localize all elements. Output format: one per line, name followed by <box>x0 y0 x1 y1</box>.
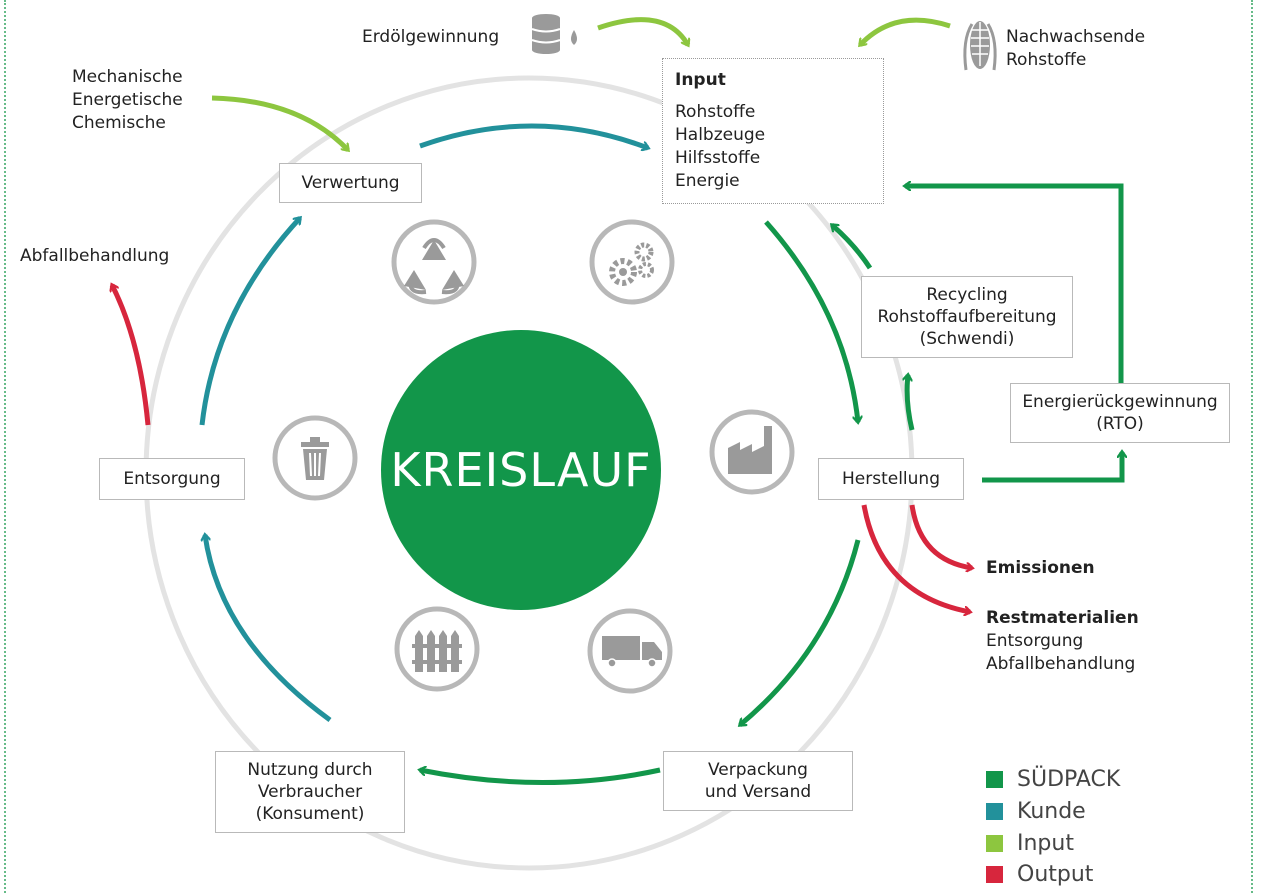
input-item-halbzeuge: Halbzeuge <box>675 125 766 145</box>
gears-icon <box>589 219 675 305</box>
output-abfallbehandlung: Abfallbehandlung <box>20 246 170 266</box>
station-energy-recovery: Energierückgewinnung (RTO) <box>1010 383 1230 443</box>
legend-swatch-output <box>986 865 1003 883</box>
verpackung-line1: Verpackung <box>708 760 808 780</box>
right-dotted-border <box>1251 0 1253 893</box>
station-nutzung: Nutzung durch Verbraucher (Konsument) <box>215 751 405 833</box>
station-verpackung: Verpackung und Versand <box>663 751 853 811</box>
nutzung-line1: Nutzung durch <box>247 760 373 780</box>
station-entsorgung-label: Entsorgung <box>123 469 221 489</box>
factory-icon <box>709 409 795 495</box>
legend-item-sudpack: SÜDPACK <box>986 764 1120 794</box>
station-recycling: Recycling Rohstoffaufbereitung (Schwendi… <box>861 276 1073 358</box>
arrow-input-to-herstellung <box>764 220 858 422</box>
recovery-type-chemical: Chemische <box>72 113 166 133</box>
output-restmaterialien-title: Restmaterialien <box>986 608 1139 628</box>
oil-extraction-label: Erdölgewinnung <box>362 27 500 47</box>
station-verwertung-label: Verwertung <box>301 173 400 193</box>
center-title: KREISLAUF <box>390 443 652 497</box>
arrow-entsorgung-to-verwertung <box>199 218 300 426</box>
arrow-herstellung-to-energy <box>982 452 1122 483</box>
output-emissionen: Emissionen <box>986 558 1095 578</box>
recovery-type-energetic: Energetische <box>72 90 183 110</box>
arrow-herstellung-to-recycling <box>907 375 915 431</box>
recycling-line3: (Schwendi) <box>919 329 1015 349</box>
station-herstellung: Herstellung <box>818 458 964 500</box>
legend-item-output: Output <box>986 859 1093 889</box>
arrow-recycling-to-input <box>832 225 873 270</box>
energy-recovery-line1: Energierückgewinnung <box>1022 392 1218 412</box>
legend-label-output: Output <box>1017 861 1094 887</box>
corn-icon <box>963 21 997 71</box>
truck-icon <box>587 608 673 694</box>
recycle-icon <box>391 219 477 305</box>
arrow-verwertung-to-input <box>419 123 648 148</box>
energy-recovery-line2: (RTO) <box>1096 414 1144 434</box>
legend-swatch-kunde <box>986 802 1003 820</box>
arrow-herstellung-to-emissionen <box>909 504 972 568</box>
trash-can-icon <box>272 415 358 501</box>
arrow-oil-to-input <box>597 17 688 45</box>
renewable-label-line1: Nachwachsende <box>1006 27 1146 47</box>
oil-drop-icon <box>571 30 577 45</box>
legend-swatch-sudpack <box>986 770 1003 788</box>
legend-label-input: Input <box>1017 830 1074 856</box>
input-item-energie: Energie <box>675 171 740 191</box>
input-item-hilfsstoffe: Hilfsstoffe <box>675 148 761 168</box>
arrow-renewable-to-input <box>860 17 951 45</box>
arrow-entsorgung-to-abfall <box>112 285 151 426</box>
recycling-line2: Rohstoffaufbereitung <box>877 307 1057 327</box>
arrow-herstellung-to-verpackung <box>740 539 861 727</box>
legend-label-sudpack: SÜDPACK <box>1017 766 1121 792</box>
renewable-label-line2: Rohstoffe <box>1006 50 1087 70</box>
legend-item-input: Input <box>986 828 1074 858</box>
arrow-recovery-to-verwertung <box>211 95 348 150</box>
input-box: Input Rohstoffe Halbzeuge Hilfsstoffe En… <box>662 58 884 204</box>
input-box-title: Input <box>675 70 726 90</box>
station-herstellung-label: Herstellung <box>842 469 940 489</box>
station-verwertung: Verwertung <box>279 163 422 203</box>
station-entsorgung: Entsorgung <box>99 458 245 500</box>
recovery-type-mechanical: Mechanische <box>72 67 183 87</box>
legend-swatch-input <box>986 834 1003 852</box>
recycling-line1: Recycling <box>926 285 1008 305</box>
output-restmaterialien-entsorgung: Entsorgung <box>986 631 1084 651</box>
nutzung-line3: (Konsument) <box>255 804 365 824</box>
output-restmaterialien-abfallbehandlung: Abfallbehandlung <box>986 654 1136 674</box>
arrow-verpackung-to-nutzung <box>420 770 661 785</box>
input-item-rohstoffe: Rohstoffe <box>675 102 756 122</box>
center-circle <box>381 330 661 610</box>
left-dotted-border <box>4 0 6 893</box>
arrow-energy-to-input <box>905 186 1124 383</box>
oil-barrel-icon <box>531 14 561 54</box>
legend-item-kunde: Kunde <box>986 796 1086 826</box>
nutzung-line2: Verbraucher <box>257 782 363 802</box>
arrow-nutzung-to-entsorgung <box>205 535 332 723</box>
verpackung-line2: und Versand <box>704 782 812 802</box>
arrow-herstellung-to-restmaterialien <box>861 504 970 612</box>
fence-icon <box>394 606 480 692</box>
legend-label-kunde: Kunde <box>1017 798 1086 824</box>
